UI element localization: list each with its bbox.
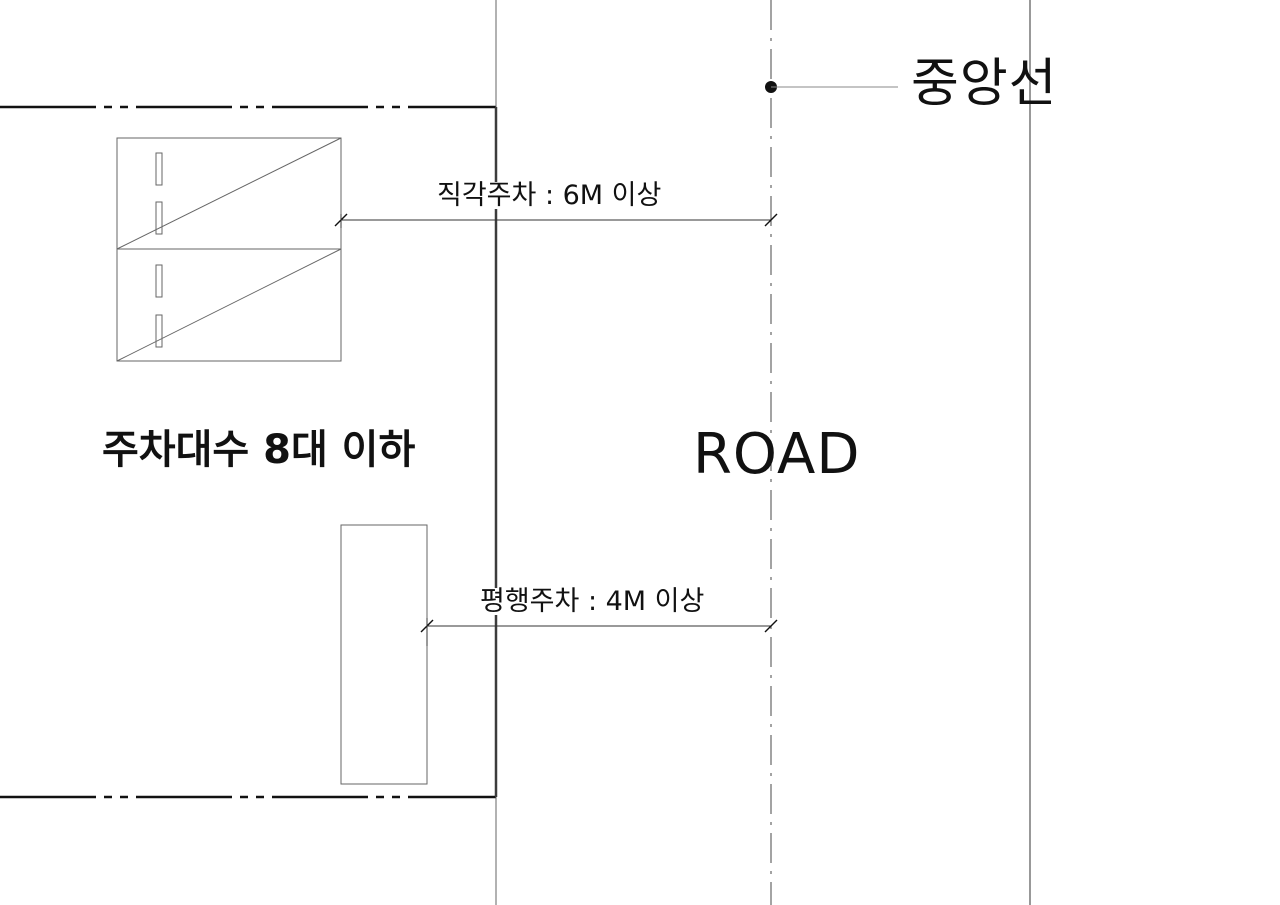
parking-stall-2 bbox=[116, 248, 342, 362]
perpendicular-stalls bbox=[116, 137, 342, 362]
parking-stall-1-diagonal bbox=[116, 137, 342, 250]
perpendicular-parking-label: 직각주차 : 6M 이상 bbox=[437, 180, 662, 211]
dimension-tick bbox=[764, 213, 778, 227]
parking-stall-2-diagonal bbox=[116, 248, 342, 362]
road-label: ROAD bbox=[693, 422, 861, 487]
wheel-stop-mark bbox=[155, 152, 163, 186]
parallel-parking-stall bbox=[340, 524, 428, 785]
parking-capacity-label: 주차대수 8대 이하 bbox=[102, 427, 416, 473]
parallel-dimension bbox=[420, 618, 778, 646]
dimension-tick bbox=[764, 619, 778, 633]
centerline-label: 중앙선 bbox=[911, 54, 1058, 114]
parallel-parking-label: 평행주차 : 4M 이상 bbox=[480, 586, 705, 617]
wheel-stop-mark bbox=[155, 264, 163, 298]
wheel-stop-mark bbox=[155, 314, 163, 348]
perpendicular-dimension bbox=[334, 213, 778, 228]
wheel-stop-mark bbox=[155, 201, 163, 235]
